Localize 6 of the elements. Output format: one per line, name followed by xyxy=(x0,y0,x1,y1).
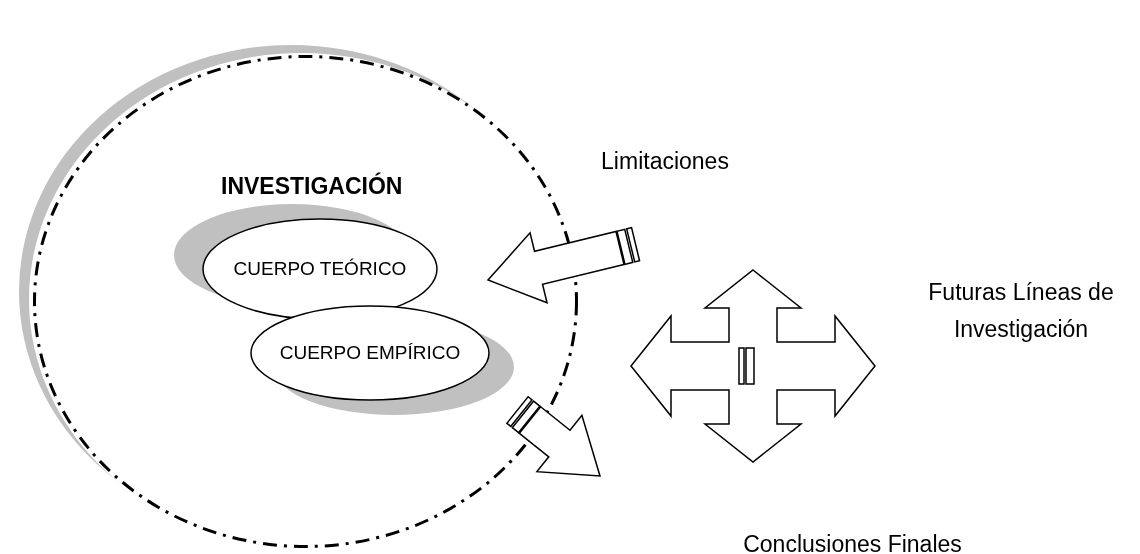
side-label: Limitaciones xyxy=(600,147,730,176)
side-label: Conclusiones Finales xyxy=(742,530,963,554)
side-label: Futuras Líneas de Investigación xyxy=(927,278,1115,344)
ellipse-label: CUERPO TEÓRICO xyxy=(232,258,408,280)
ellipse-label: CUERPO EMPÍRICO xyxy=(278,342,462,364)
heading: INVESTIGACIÓN xyxy=(221,173,403,200)
